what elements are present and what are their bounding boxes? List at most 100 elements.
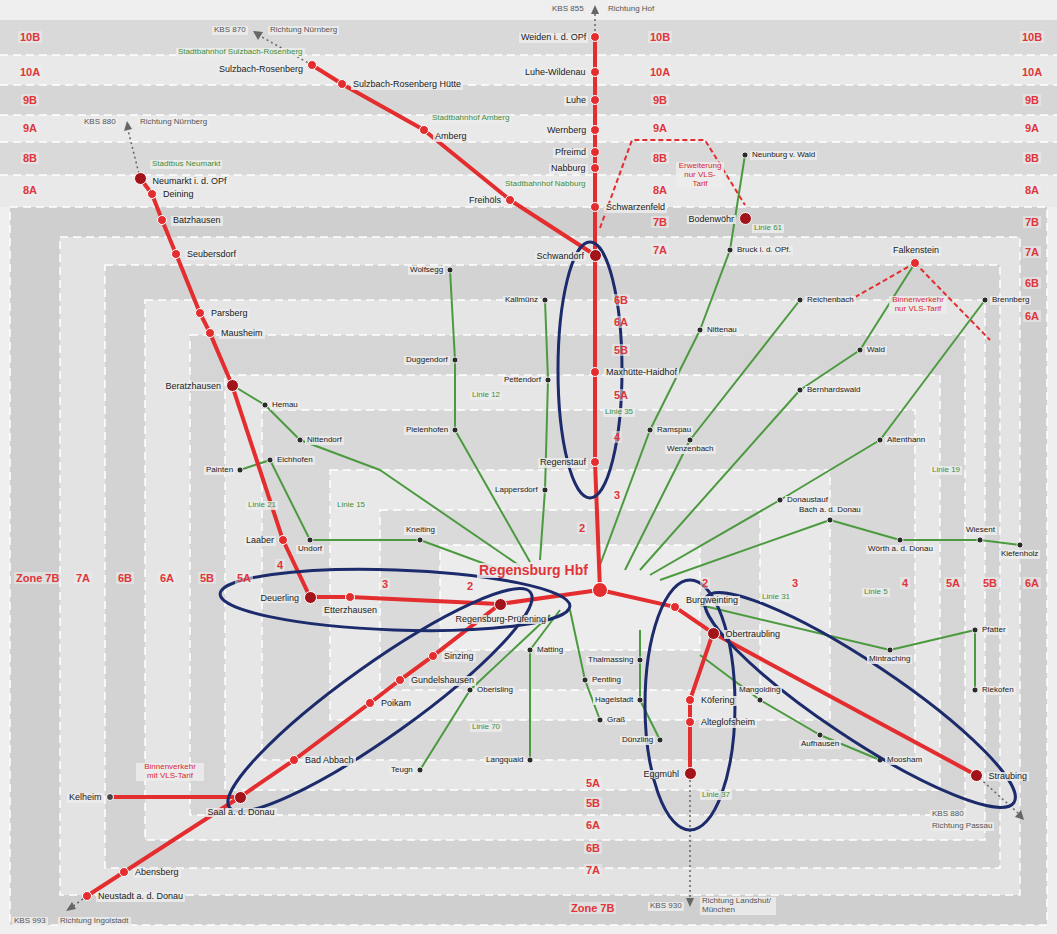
zone-number: 9B: [651, 94, 669, 106]
zone-number: 6B: [584, 842, 602, 854]
bus-stop-dot: [417, 767, 423, 773]
rail-station: Gundelshausen: [395, 675, 405, 685]
rail-station: Amberg: [419, 125, 429, 135]
line-label: Linie 5: [862, 588, 890, 597]
rail-station: Schwandorf: [589, 249, 602, 262]
zone-band: [10, 207, 1047, 925]
bus-stop-dot: [887, 647, 893, 653]
station-name: Wernberg: [545, 126, 588, 136]
zone-number: Zone 7B: [569, 902, 616, 914]
route-reference: KBS 880: [930, 810, 966, 819]
route-reference: KBS 930: [648, 902, 684, 911]
highlight-ellipse: [208, 563, 551, 836]
zone-number: 7A: [651, 244, 669, 256]
zone-band: [145, 300, 985, 840]
station-name: Amberg: [433, 132, 469, 142]
rail-station: Maxhütte-Haidhof: [590, 367, 600, 377]
rail-line: [114, 795, 234, 799]
station-name: Gundelshausen: [409, 676, 476, 686]
line-label: Linie 12: [470, 391, 502, 400]
highlight-ellipse: [685, 566, 1035, 835]
stop-name: Wald: [865, 346, 887, 355]
rail-station: Beratzhausen: [226, 379, 239, 392]
zone-number: 7A: [74, 572, 92, 584]
bus-stop-dot: [447, 267, 453, 273]
zone-number: 6B: [612, 294, 630, 306]
bus-stop-dot: [857, 347, 863, 353]
station-name: Laaber: [244, 536, 276, 546]
zone-number: 9A: [1023, 122, 1041, 134]
rail-line: [404, 659, 429, 677]
rail-line: [688, 727, 692, 767]
main-station-name: Regensburg Hbf: [477, 563, 590, 578]
stop-name: Wiesent: [964, 526, 997, 535]
rail-station: Luhe: [590, 95, 600, 105]
tariff-note: Binnenverkehr mit VLS-Tarif: [136, 763, 204, 781]
rail-line: [164, 225, 174, 250]
bus-stop-dot: [452, 427, 458, 433]
bus-stop-dot: [542, 487, 548, 493]
stop-name: Moosham: [885, 756, 924, 765]
zone-number: 9A: [651, 122, 669, 134]
zone-band: [0, 54, 1057, 56]
tariff-boundary: [850, 263, 915, 300]
arrow-head: [124, 121, 132, 131]
zone-number: 5B: [612, 344, 630, 356]
stop-name: Matting: [535, 646, 565, 655]
stop-name: Mintraching: [867, 655, 912, 664]
station-name: Kelheim: [67, 793, 104, 803]
rail-station: Falkenstein: [910, 258, 920, 268]
stop-name: Pfatter: [980, 626, 1008, 635]
bus-stop-dot: [727, 247, 733, 253]
station-name: Maxhütte-Haidhof: [604, 368, 679, 378]
stop-name: Eichhofen: [275, 456, 315, 465]
station-name: Sinzing: [442, 652, 476, 662]
bus-stop-dot: [697, 327, 703, 333]
rail-station: Parsberg: [195, 308, 205, 318]
route-reference: Richtung Nürnberg: [268, 26, 339, 35]
zone-number: 6B: [116, 572, 134, 584]
station-name: Deuerling: [259, 594, 302, 604]
rail-station: Burgweinting: [670, 602, 680, 612]
stop-name: Wenzenbach: [665, 445, 716, 454]
bus-stop-dot: [527, 647, 533, 653]
stop-name: Reichenbach: [805, 296, 856, 305]
zone-number: 10A: [18, 66, 42, 78]
zone-number: 6A: [612, 316, 630, 328]
zone-number: 5B: [584, 797, 602, 809]
station-name: Beratzhausen: [164, 382, 224, 392]
route-reference: Richtung Hof: [606, 5, 656, 14]
zone-number: 4: [612, 431, 622, 443]
tariff-note: Binnenverkehr nur VLS-Tarif: [889, 296, 947, 314]
stop-name: Wolfsegg: [408, 266, 445, 275]
bus-stop-dot: [827, 517, 833, 523]
zone-number: 2: [700, 577, 710, 589]
bus-stop-dot: [542, 297, 548, 303]
rail-station: Obertraubling: [707, 627, 720, 640]
stop-name: Bruck i. d. OPf.: [735, 246, 793, 255]
continuation-arrow: [689, 780, 691, 898]
station-name: Deining: [161, 190, 196, 200]
station-name: Bad Abbach: [303, 756, 356, 766]
zone-number: 10B: [648, 31, 672, 43]
rail-line: [593, 173, 597, 202]
zone-number: 6A: [1023, 310, 1041, 322]
zone-number: 5B: [981, 577, 999, 589]
line-label: Linie 31: [760, 593, 792, 602]
zone-number: 8A: [21, 184, 39, 196]
stop-name: Teugn: [389, 766, 415, 775]
bus-stop-dot: [267, 457, 273, 463]
station-name: Luhe: [564, 96, 588, 106]
bus-stop-dot: [897, 537, 903, 543]
station-name: Abensberg: [133, 868, 181, 878]
station-name: Etterzhausen: [322, 606, 379, 616]
station-name: Weiden i. d. OPf: [519, 33, 588, 43]
zone-number: 7B: [651, 216, 669, 228]
rail-line: [506, 591, 592, 603]
bus-stop-dot: [545, 377, 551, 383]
tariff-boundary: [600, 140, 990, 340]
station-name: Seubersdorf: [185, 250, 238, 260]
stop-name: Nittenau: [705, 326, 739, 335]
